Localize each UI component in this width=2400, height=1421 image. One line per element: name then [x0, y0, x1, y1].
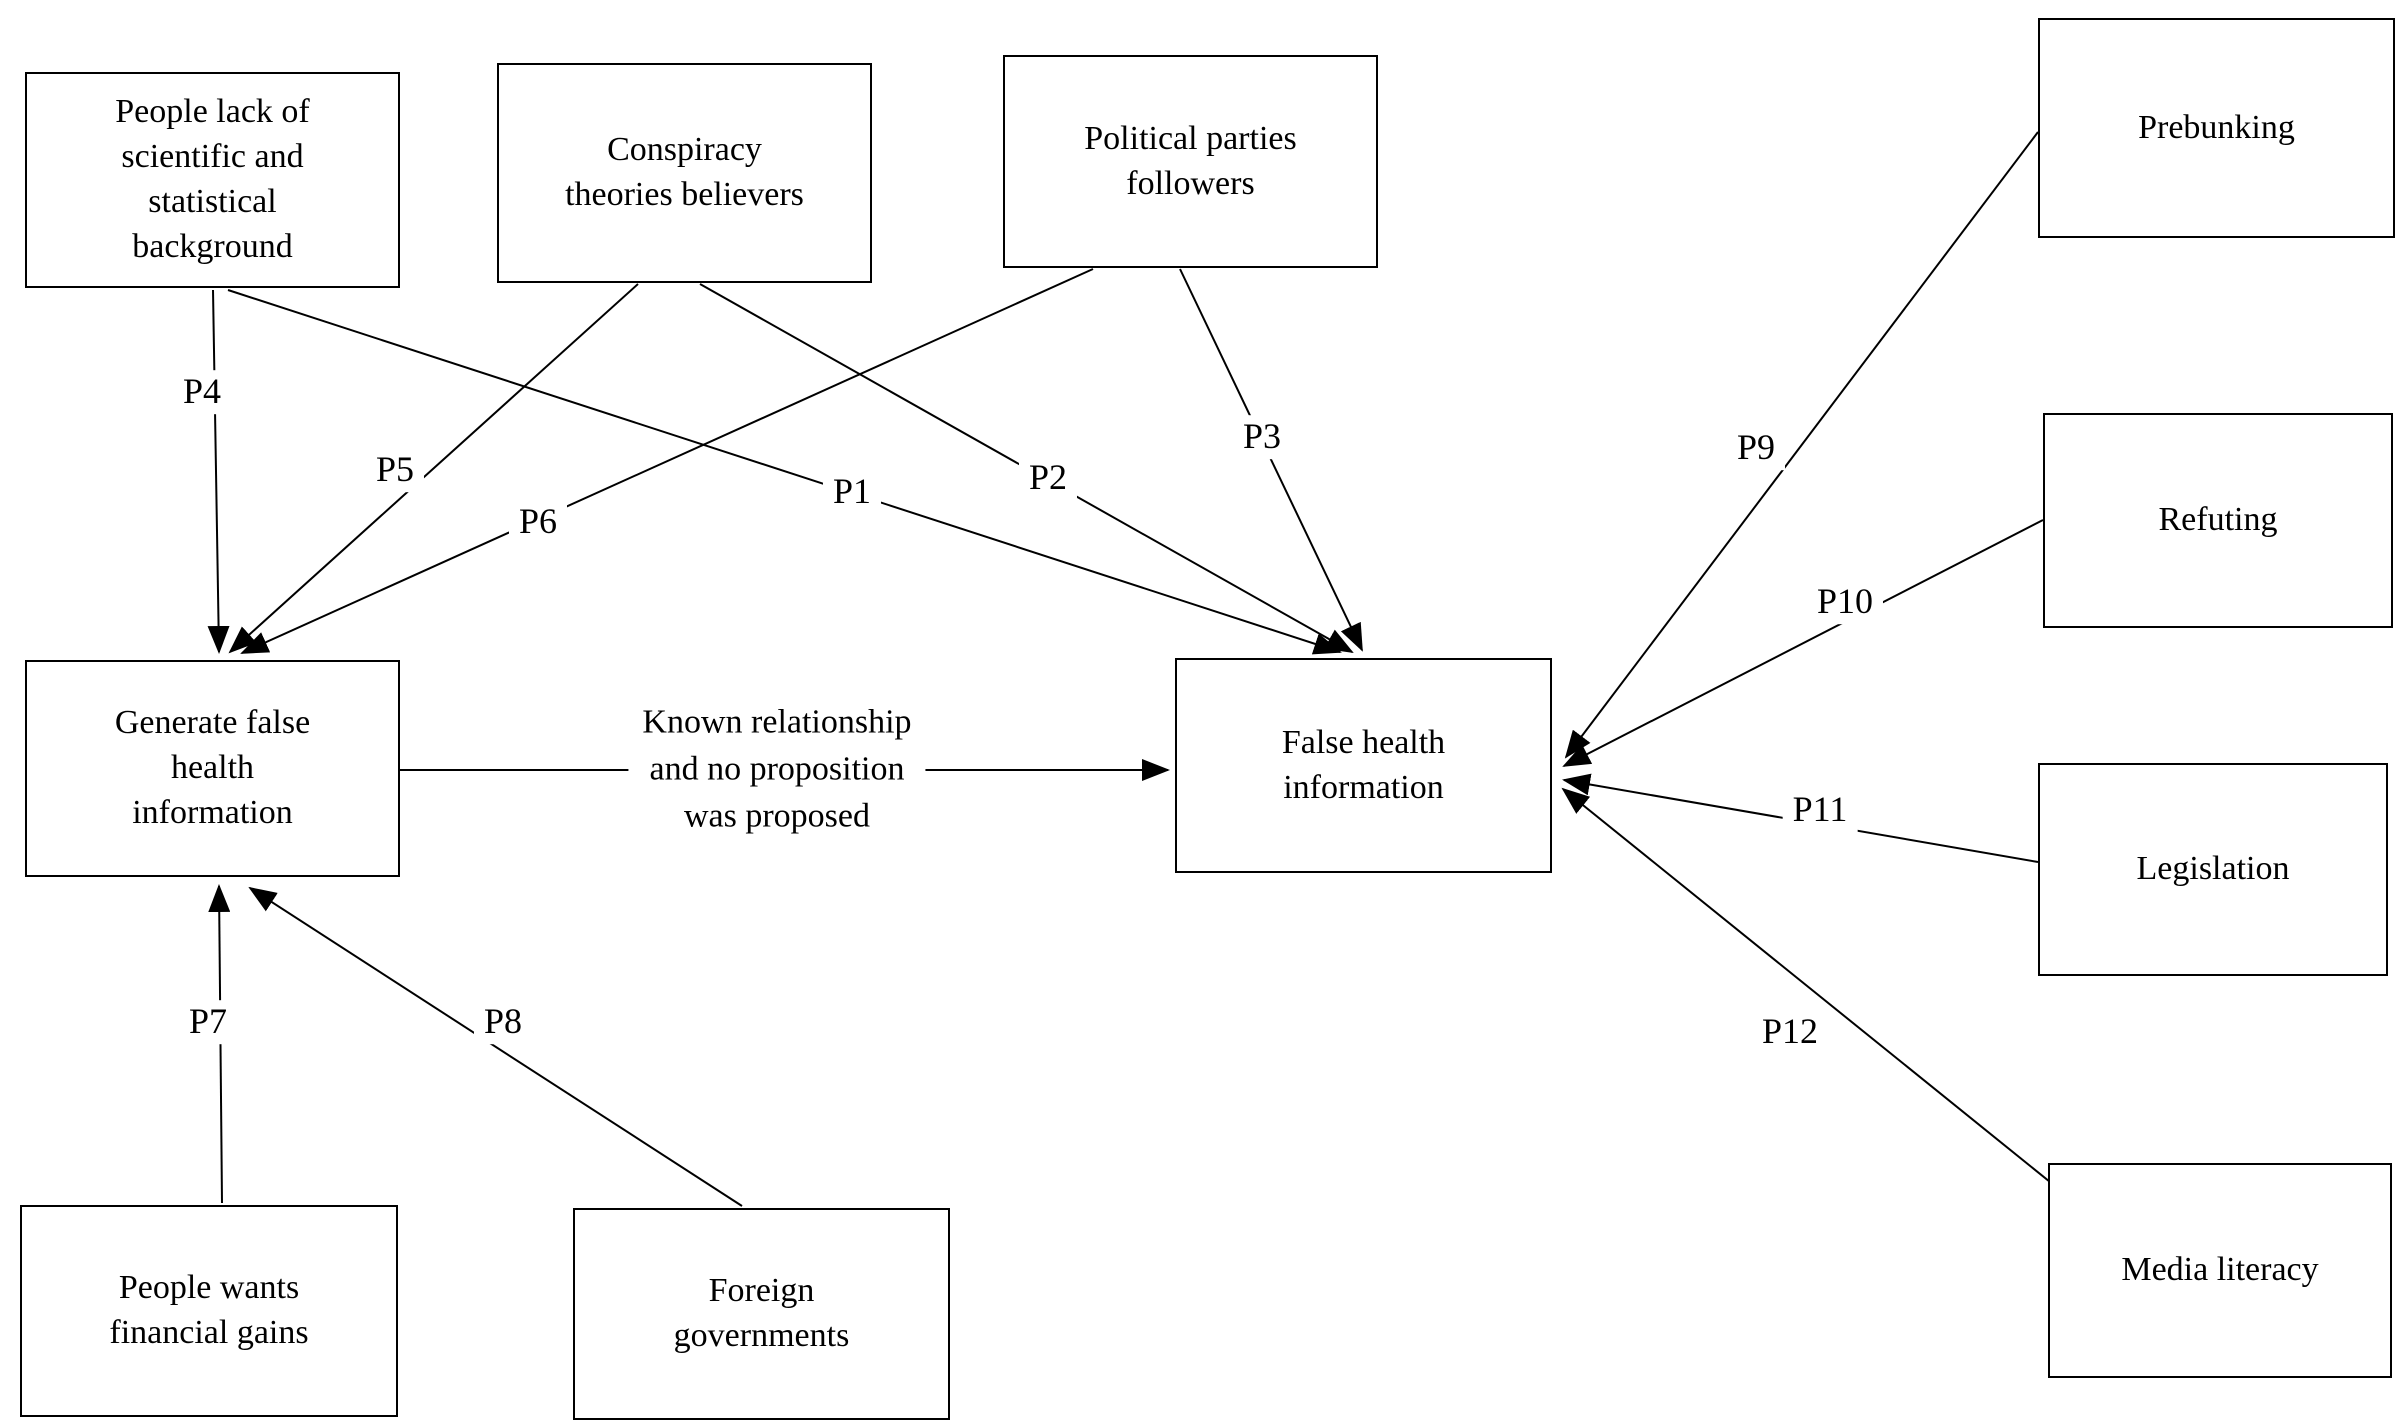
diagram-node-conspiracy-believers: Conspiracy theories believers: [497, 63, 872, 283]
diagram-node-refuting: Refuting: [2043, 413, 2393, 628]
edge-label-p3: P3: [1232, 415, 1292, 459]
edge-label-p10: P10: [1806, 580, 1884, 624]
edge-label-p2: P2: [1018, 456, 1078, 500]
edge-label-p6: P6: [508, 500, 568, 544]
diagram-node-legislation: Legislation: [2038, 763, 2388, 976]
edge-line-p8: [248, 886, 743, 1207]
edge-label-p7: P7: [178, 1000, 238, 1044]
edge-line-p12: [1561, 787, 2056, 1187]
diagram-node-financial-gains: People wants financial gains: [20, 1205, 398, 1417]
diagram-node-media-literacy: Media literacy: [2048, 1163, 2392, 1378]
edge-line-p5: [228, 283, 639, 654]
diagram-node-prebunking: Prebunking: [2038, 18, 2395, 238]
edge-line-p9: [1564, 131, 2039, 759]
edge-label-p4: P4: [172, 370, 232, 414]
edge-label-p5: P5: [365, 448, 425, 492]
edge-line-p4: [207, 289, 230, 654]
diagram-node-political-followers: Political parties followers: [1003, 55, 1378, 268]
edge-label-p11: P11: [1782, 788, 1858, 832]
edge-line-p7: [208, 884, 231, 1204]
diagram-node-people-lack-background: People lack of scientific and statistica…: [25, 72, 400, 288]
diagram-node-false-health-info: False health information: [1175, 658, 1552, 873]
edge-line-p10: [1562, 519, 2044, 767]
edge-line-p1: [227, 289, 1342, 655]
edge-line-p3: [1179, 268, 1363, 652]
edge-label-p8: P8: [473, 1000, 533, 1044]
diagram-node-generate-false-info: Generate false health information: [25, 660, 400, 877]
center-note: Known relationship and no proposition wa…: [628, 695, 926, 845]
edge-line-p6: [240, 268, 1094, 654]
edge-label-p1: P1: [822, 470, 882, 514]
edge-label-p9: P9: [1726, 426, 1786, 470]
diagram-node-foreign-governments: Foreign governments: [573, 1208, 950, 1420]
edge-label-p12: P12: [1751, 1010, 1829, 1054]
